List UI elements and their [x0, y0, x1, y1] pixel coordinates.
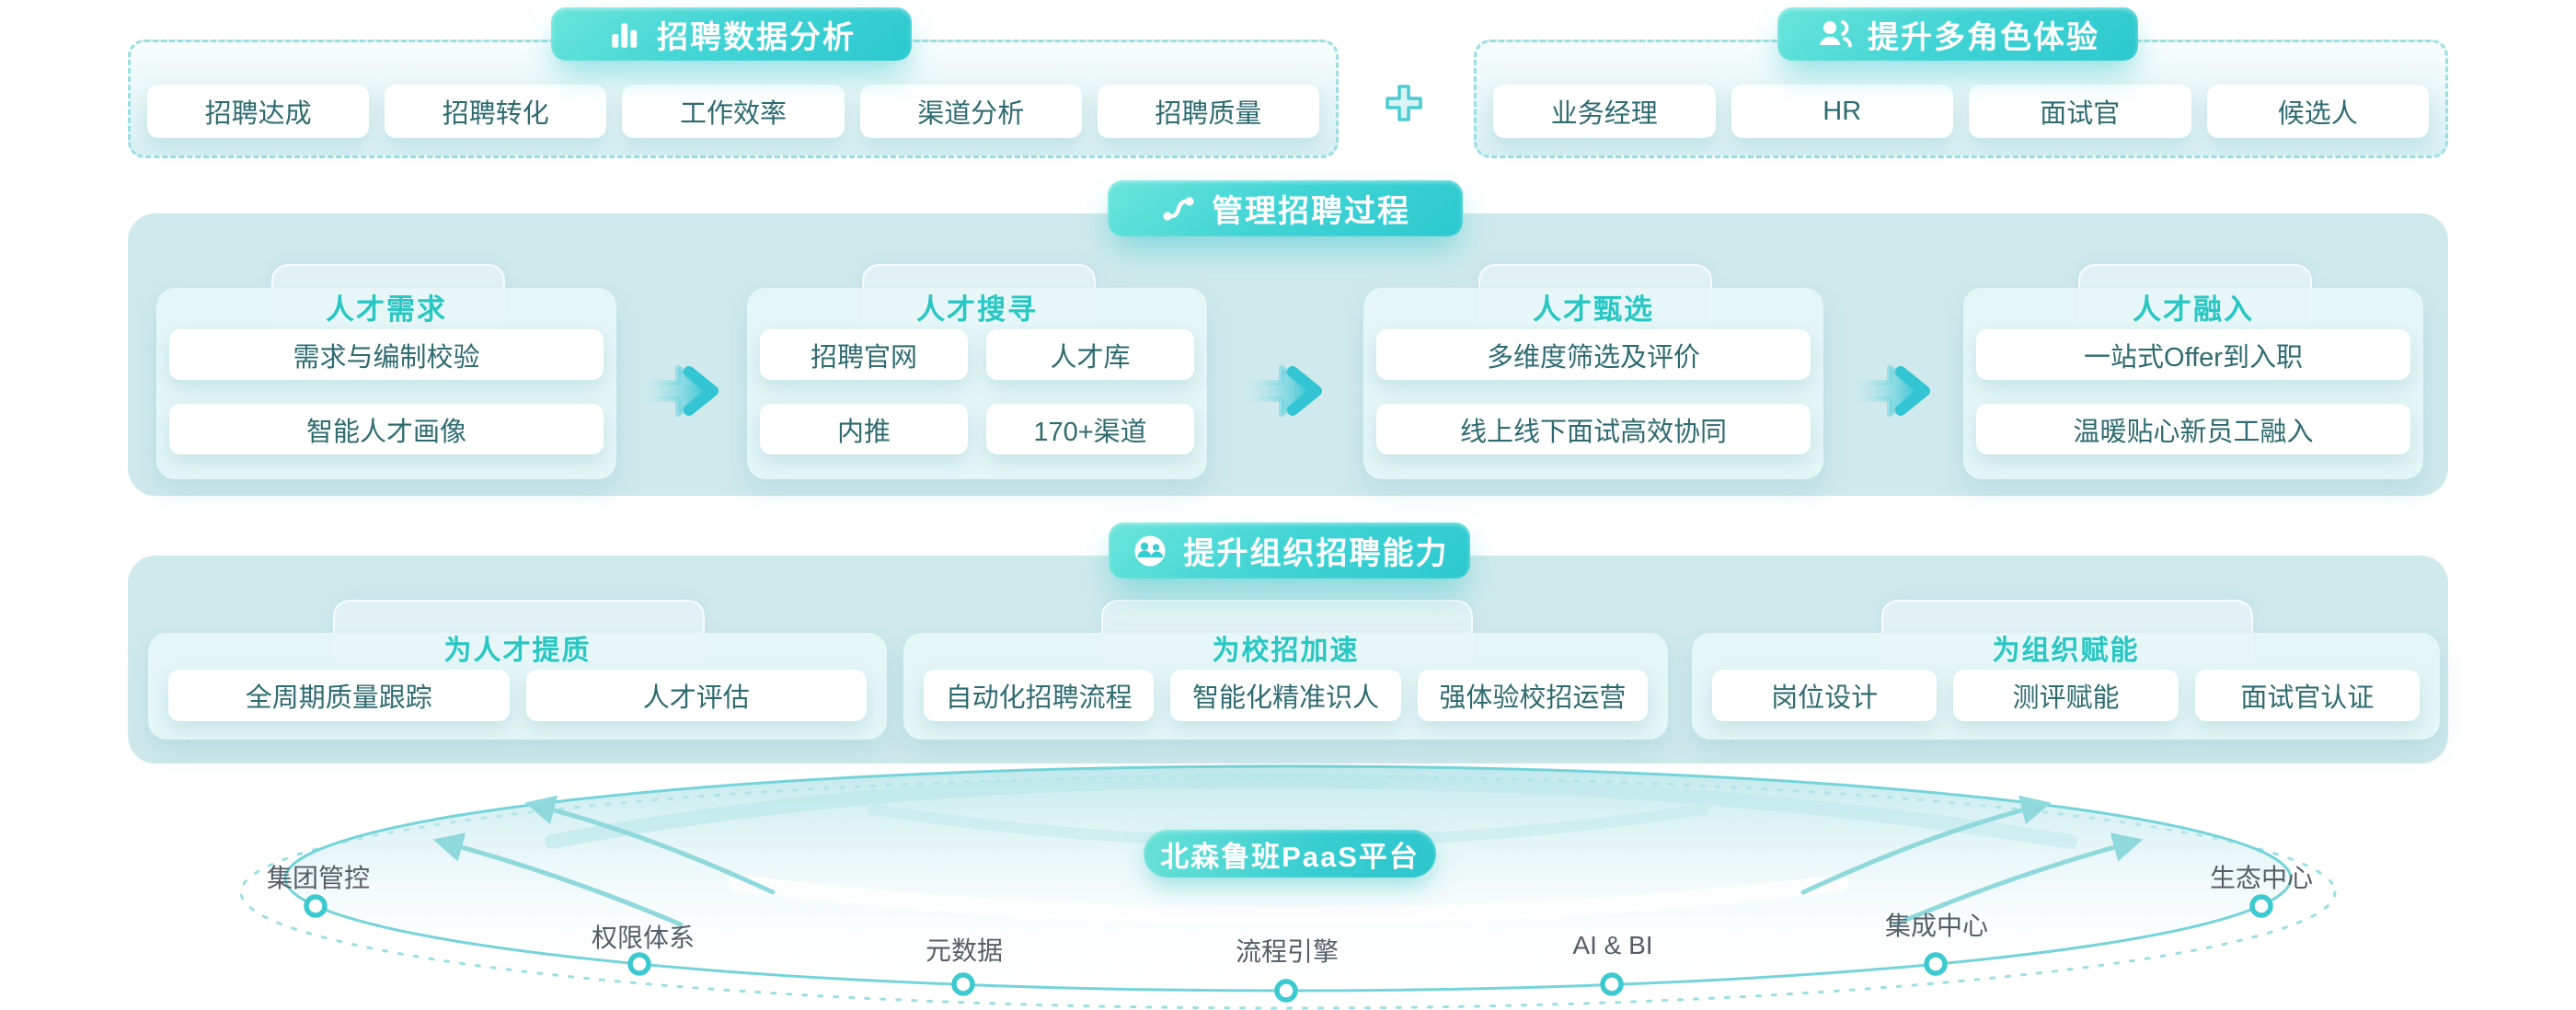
analysis-item-button[interactable]: 招聘质量	[1097, 85, 1320, 138]
dashed-ellipse	[239, 775, 2337, 1010]
node-dot	[2249, 894, 2273, 918]
node-dot	[1274, 979, 1298, 1003]
capability-item-button[interactable]: 人才评估	[525, 670, 867, 721]
process-item-button[interactable]: 多维度筛选及评价	[1376, 329, 1811, 380]
process-item-button[interactable]: 招聘官网	[760, 329, 968, 380]
swoosh-arrow-icon	[1800, 795, 2052, 895]
process-title-pill: 管理招聘过程	[1108, 180, 1463, 236]
flow-route-icon	[1163, 196, 1194, 221]
group-title: 人才搜寻	[916, 293, 1038, 326]
group-title: 为校招加速	[1212, 636, 1360, 666]
swoosh-arrow-icon	[1892, 832, 2144, 927]
talent-select-card: 人才甄选 多维度筛选及评价 线上线下面试高效协同	[1363, 288, 1823, 479]
process-item-button[interactable]: 温暖贴心新员工融入	[1976, 404, 2410, 454]
experience-role-button[interactable]: 面试官	[1969, 85, 2191, 138]
paas-platform-title: 北森鲁班PaaS平台	[1160, 840, 1420, 873]
campus-accelerate-card: 为校招加速 自动化招聘流程 智能化精准识人 强体验校招运营	[903, 633, 1668, 740]
platform-node-label: 流程引擎	[1235, 937, 1340, 966]
platform-ellipse	[239, 764, 2337, 1010]
experience-title-pill: 提升多角色体验	[1777, 7, 2138, 61]
process-item-button[interactable]: 人才库	[986, 329, 1194, 380]
capability-item-button[interactable]: 测评赋能	[1953, 670, 2179, 721]
experience-title: 提升多角色体验	[1868, 19, 2099, 55]
analysis-item-button[interactable]: 招聘达成	[147, 85, 370, 138]
group-title: 人才需求	[326, 293, 447, 326]
capability-item-button[interactable]: 全周期质量跟踪	[168, 670, 510, 721]
bar-chart-icon	[612, 23, 638, 48]
multi-user-icon	[1820, 20, 1852, 48]
platform-node-label: 集团管控	[266, 864, 371, 892]
platform-node-label: AI & BI	[1572, 931, 1653, 959]
swoosh-arrow-icon	[432, 832, 684, 927]
capability-item-button[interactable]: 面试官认证	[2194, 670, 2420, 721]
org-circle-icon	[1134, 535, 1165, 566]
group-title: 人才融入	[2133, 293, 2254, 326]
analysis-item-button[interactable]: 招聘转化	[385, 85, 607, 138]
process-item-button[interactable]: 需求与编制校验	[169, 329, 604, 380]
flow-arrow-icon	[1246, 365, 1322, 417]
analysis-title-pill: 招聘数据分析	[551, 7, 912, 61]
talent-quality-card: 为人才提质 全周期质量跟踪 人才评估	[148, 633, 887, 740]
flow-arrow-icon	[642, 365, 719, 417]
experience-panel: 业务经理 HR 面试官 候选人	[1474, 40, 2448, 158]
process-item-button[interactable]: 线上线下面试高效协同	[1376, 404, 1811, 454]
group-title: 为组织赋能	[1992, 636, 2140, 666]
node-dot	[627, 952, 651, 976]
plus-icon	[1383, 82, 1425, 124]
analysis-item-button[interactable]: 工作效率	[622, 85, 845, 138]
node-dot	[951, 972, 975, 996]
analysis-item-button[interactable]: 渠道分析	[859, 85, 1082, 138]
process-item-button[interactable]: 内推	[760, 404, 968, 454]
node-dot	[1600, 972, 1624, 996]
talent-demand-card: 人才需求 需求与编制校验 智能人才画像	[156, 288, 616, 479]
swoosh-arrow-icon	[524, 795, 776, 895]
experience-role-button[interactable]: 候选人	[2206, 85, 2429, 138]
process-item-button[interactable]: 一站式Offer到入职	[1976, 329, 2410, 380]
platform-node-label: 元数据	[925, 936, 1004, 965]
experience-role-button[interactable]: HR	[1731, 85, 1953, 138]
process-item-button[interactable]: 170+渠道	[986, 404, 1194, 454]
group-title: 人才甄选	[1533, 293, 1654, 326]
process-title: 管理招聘过程	[1212, 194, 1410, 229]
node-dot	[304, 894, 328, 918]
talent-search-card: 人才搜寻 招聘官网 人才库 内推 170+渠道	[747, 288, 1207, 479]
process-item-button[interactable]: 智能人才画像	[169, 404, 604, 454]
experience-role-button[interactable]: 业务经理	[1493, 85, 1716, 138]
capability-title: 提升组织招聘能力	[1183, 536, 1449, 571]
org-empower-card: 为组织赋能 岗位设计 测评赋能 面试官认证	[1692, 633, 2440, 740]
platform-node-label: 权限体系	[591, 924, 696, 952]
flow-arrow-icon	[1854, 365, 1930, 417]
capability-item-button[interactable]: 岗位设计	[1712, 670, 1938, 721]
capability-title-pill: 提升组织招聘能力	[1109, 522, 1470, 579]
capability-item-button[interactable]: 自动化招聘流程	[924, 670, 1155, 721]
capability-item-button[interactable]: 智能化精准识人	[1170, 670, 1401, 721]
paas-platform-pill: 北森鲁班PaaS平台	[1144, 830, 1436, 878]
talent-onboard-card: 人才融入 一站式Offer到入职 温暖贴心新员工融入	[1963, 288, 2423, 479]
capability-item-button[interactable]: 强体验校招运营	[1417, 670, 1648, 721]
platform-node-label: 生态中心	[2209, 864, 2314, 892]
node-dot	[1924, 952, 1948, 976]
platform-node-label: 集成中心	[1884, 912, 1989, 940]
analysis-title: 招聘数据分析	[657, 19, 856, 55]
group-title: 为人才提质	[443, 636, 592, 666]
